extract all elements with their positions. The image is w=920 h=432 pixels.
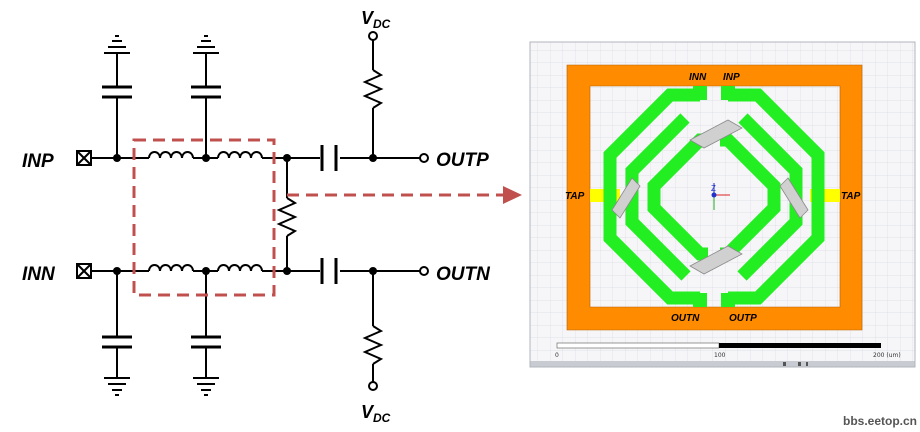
- axis-indicator: Z: [711, 183, 730, 210]
- cap-bottom-left: [102, 271, 132, 396]
- layout-toolbar-strip: [530, 361, 915, 367]
- inductor-top-1: [148, 151, 194, 159]
- outp-terminal: [419, 153, 429, 163]
- ground-ring: [566, 64, 863, 331]
- resistor-center: [276, 158, 298, 271]
- vdc-top-terminal: [368, 31, 378, 41]
- layout-tap-right-label: TAP: [841, 191, 861, 202]
- scale-tick-200: 200 (um): [873, 352, 901, 359]
- layout-tap-left-label: TAP: [565, 191, 585, 202]
- layout-view: Z INN INP TAP TAP OUTN OUTP 0 100 200 (u…: [529, 41, 916, 368]
- layout-frame: [529, 41, 916, 368]
- inp-label: INP: [22, 151, 54, 172]
- outn-terminal: [419, 266, 429, 276]
- inp-port: [76, 150, 92, 166]
- watermark: bbs.eetop.cn: [843, 414, 917, 428]
- axis-label: Z: [711, 184, 716, 193]
- inductor-bottom-1: [148, 264, 194, 272]
- layout-outn-label: OUTN: [671, 313, 700, 324]
- layout-inn-label: INN: [689, 72, 707, 83]
- cap-bottom-right: [191, 271, 221, 396]
- scale-tick-0: 0: [555, 352, 559, 359]
- schematic: [76, 31, 429, 396]
- highlight-box: [132, 138, 276, 297]
- layout-inp-label: INP: [723, 72, 740, 83]
- cap-series-bottom: [320, 258, 338, 284]
- toolbar-marks: [783, 362, 808, 366]
- resistor-vdc-bottom: [362, 271, 384, 382]
- inn-port: [76, 263, 92, 279]
- cap-top-right: [191, 35, 221, 158]
- cap-series-top: [320, 145, 338, 171]
- inductor-bottom-2: [217, 264, 263, 272]
- outp-label: OUTP: [436, 150, 489, 171]
- junction-dots: [113, 154, 377, 275]
- outn-label: OUTN: [436, 264, 491, 285]
- vdc-bottom-label: VDC: [361, 402, 391, 425]
- highlight-arrow-head: [503, 186, 522, 204]
- vdc-top-label: VDC: [361, 8, 391, 31]
- crossovers: [611, 119, 809, 275]
- scale-tick-100: 100: [714, 352, 726, 359]
- inductor-top-2: [217, 151, 263, 159]
- vdc-bottom-terminal: [368, 381, 378, 391]
- resistor-vdc-top: [362, 40, 384, 158]
- cap-top-left: [102, 35, 132, 158]
- scale-bar: 0 100 200 (um): [555, 342, 901, 359]
- layout-outp-label: OUTP: [729, 313, 757, 324]
- inductor-leads: [693, 86, 735, 307]
- inn-label: INN: [22, 264, 56, 285]
